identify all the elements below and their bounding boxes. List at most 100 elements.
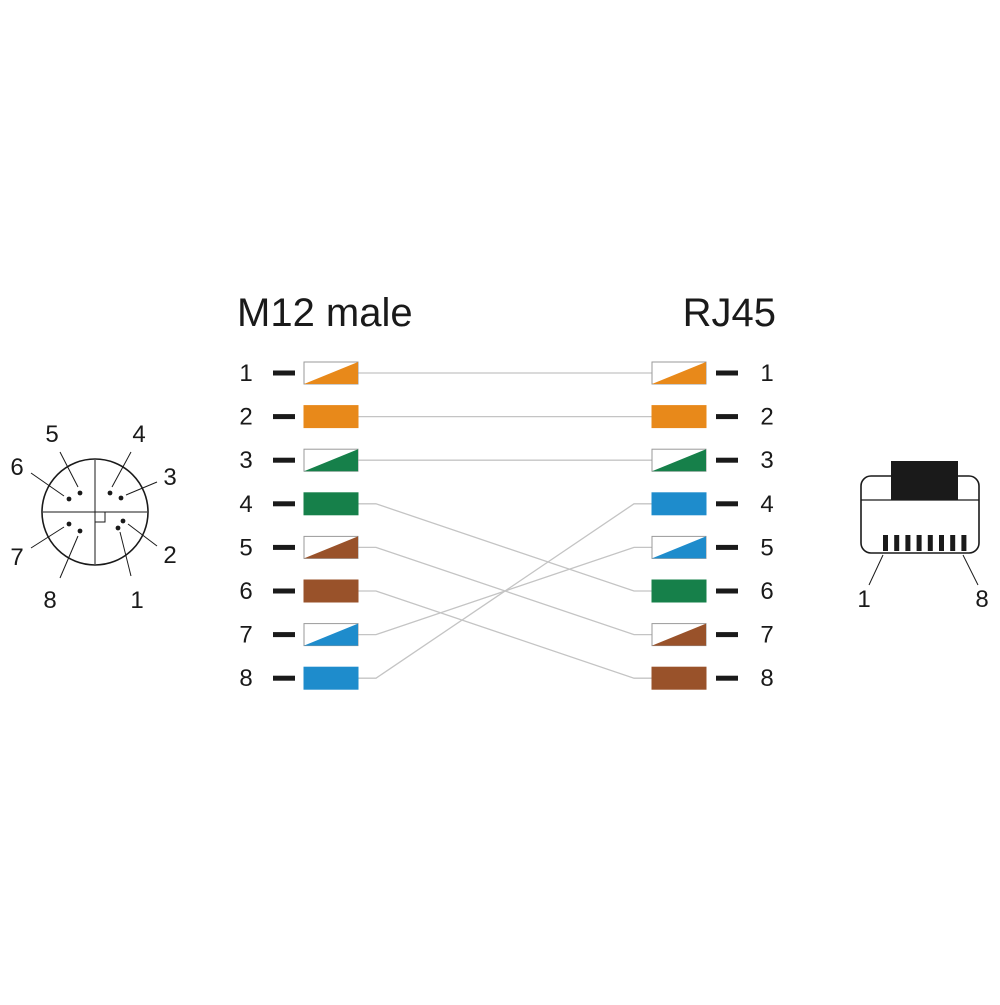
rj45-contacts xyxy=(883,535,967,551)
rj45-plug-tab xyxy=(891,461,958,500)
m12-wire-color-box xyxy=(303,448,359,472)
m12-face-pin: 2 xyxy=(120,518,177,569)
rj45-wire-color-box-stripe xyxy=(652,449,706,472)
m12-face-pin-leader xyxy=(30,526,65,549)
m12-face-pin-dot xyxy=(118,495,124,501)
rj45-pin-dash xyxy=(716,675,738,681)
rj45-pin-number: 5 xyxy=(760,534,773,561)
m12-face-pin-label: 6 xyxy=(10,454,23,481)
m12-face-pin-dot xyxy=(66,496,72,502)
wire-layer xyxy=(358,372,652,679)
rj45-wire-color-box-fill xyxy=(651,579,707,603)
m12-wire-color-box-fill xyxy=(303,405,359,429)
rj45-pin1-label: 1 xyxy=(857,586,870,613)
m12-face-pin-dot xyxy=(120,518,126,524)
rj45-pin-number: 7 xyxy=(760,622,773,649)
rj45-title: RJ45 xyxy=(683,291,776,335)
m12-face-pin-dot xyxy=(77,490,83,496)
rj45-contact xyxy=(905,535,911,551)
m12-face-pin-dot xyxy=(107,490,113,496)
m12-face-pin: 3 xyxy=(118,464,177,501)
m12-pin-row: 3 xyxy=(239,447,359,474)
rj45-wire-color-box xyxy=(651,579,707,603)
m12-pin-row: 1 xyxy=(239,360,359,387)
rj45-pin-row: 6 xyxy=(651,578,774,605)
m12-face-pin: 5 xyxy=(45,421,83,496)
rj45-wire-color-box xyxy=(651,492,707,516)
m12-pin-number: 6 xyxy=(239,578,252,605)
rj45-wire-color-box xyxy=(651,361,707,385)
rj45-contact xyxy=(939,535,944,551)
rj45-pin-number: 8 xyxy=(760,665,773,692)
m12-face-pin-label: 3 xyxy=(163,464,176,491)
rj45-pin1-leader xyxy=(868,554,884,586)
m12-pin-row: 5 xyxy=(239,534,359,561)
rj45-pin-dash xyxy=(716,457,738,463)
m12-face-pin-label: 1 xyxy=(130,587,143,614)
m12-pin-dash xyxy=(273,588,295,594)
m12-wire-color-box-fill xyxy=(303,666,359,690)
rj45-pin-number: 2 xyxy=(760,404,773,431)
rj45-wire-color-box xyxy=(651,666,707,690)
m12-pin-row: 8 xyxy=(239,665,359,692)
m12-wire-color-box-stripe xyxy=(304,623,358,646)
m12-face-pin-leader xyxy=(30,472,65,497)
rj45-pin-dash xyxy=(716,544,738,550)
m12-pin-list: 1 2 3 4 5 6 7 8 xyxy=(239,360,359,692)
m12-pin-dash xyxy=(273,457,295,463)
rj45-wire-color-box xyxy=(651,535,707,559)
m12-face-pin: 8 xyxy=(43,528,83,614)
m12-face-pin: 7 xyxy=(10,521,72,571)
rj45-pin-dash xyxy=(716,632,738,638)
rj45-contact xyxy=(961,535,967,551)
m12-pin-row: 7 xyxy=(239,622,359,649)
m12-wire-color-box-fill xyxy=(303,579,359,603)
m12-face-pin-label: 5 xyxy=(45,421,58,448)
m12-wire-color-box xyxy=(303,579,359,603)
m12-face-pin-dot xyxy=(77,528,83,534)
m12-face-pin-leader xyxy=(125,481,158,496)
rj45-pin-number: 4 xyxy=(760,491,773,518)
m12-face-pin-label: 8 xyxy=(43,587,56,614)
m12-face-pin-leader xyxy=(59,451,79,488)
rj45-pin-row: 5 xyxy=(651,534,774,561)
rj45-pin-dash xyxy=(716,588,738,594)
m12-pin-dash xyxy=(273,370,295,376)
m12-face-pin-label: 7 xyxy=(10,544,23,571)
m12-pin-number: 4 xyxy=(239,491,252,518)
m12-wire-color-box-stripe xyxy=(304,536,358,559)
rj45-wire-color-box-fill xyxy=(651,666,707,690)
m12-face-pin-dot xyxy=(66,521,72,527)
m12-pin-row: 4 xyxy=(239,491,359,518)
m12-wire-color-box xyxy=(303,405,359,429)
m12-face-pin-leader xyxy=(59,535,79,579)
wire-connection xyxy=(358,503,652,592)
rj45-contact xyxy=(894,535,900,551)
m12-face-pin-label: 4 xyxy=(132,421,145,448)
m12-wire-color-box xyxy=(303,666,359,690)
m12-pin-number: 2 xyxy=(239,404,252,431)
m12-wire-color-box-stripe xyxy=(304,449,358,472)
m12-pin-dash xyxy=(273,414,295,420)
m12-face-pin-leader xyxy=(111,451,132,488)
m12-face-key xyxy=(94,511,106,523)
rj45-wire-color-box-stripe xyxy=(652,623,706,646)
rj45-pin8-leader xyxy=(962,554,979,586)
rj45-wire-color-box xyxy=(651,405,707,429)
rj45-wire-color-box-fill xyxy=(651,492,707,516)
m12-pin-dash xyxy=(273,675,295,681)
m12-wire-color-box xyxy=(303,623,359,647)
rj45-pin-row: 4 xyxy=(651,491,774,518)
wire-connection xyxy=(358,590,652,679)
wire-connection xyxy=(358,503,652,679)
m12-pin-number: 8 xyxy=(239,665,252,692)
m12-wire-color-box xyxy=(303,492,359,516)
m12-title: M12 male xyxy=(237,291,413,335)
rj45-wire-color-box-stripe xyxy=(652,362,706,384)
rj45-plug-face: 1 8 xyxy=(857,461,989,613)
rj45-wire-color-box-stripe xyxy=(652,536,706,559)
